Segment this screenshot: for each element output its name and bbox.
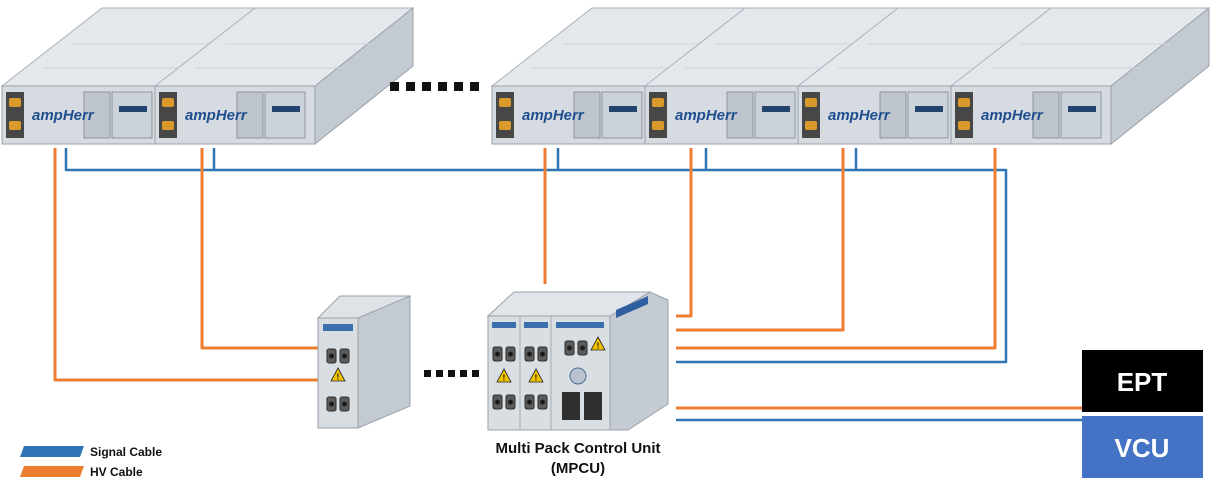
mpcu-label-line1: Multi Pack Control Unit bbox=[496, 440, 661, 457]
hv-cable-pack-1 bbox=[53, 148, 318, 382]
signal-cables bbox=[64, 148, 1082, 422]
battery-pack-1: ampHerr bbox=[1, 7, 261, 145]
module-ellipsis bbox=[424, 370, 479, 377]
pack-ellipsis bbox=[390, 82, 479, 91]
battery-pack-3: ampHerr bbox=[491, 7, 751, 145]
battery-pack-2: ampHerr bbox=[154, 7, 414, 145]
pack-brand-label: ampHerr bbox=[675, 107, 738, 124]
legend: Signal Cable HV Cable bbox=[20, 445, 162, 479]
hv-cable-pack-5 bbox=[676, 148, 845, 332]
legend-hv-label: HV Cable bbox=[90, 465, 143, 479]
mpcu-unit bbox=[486, 291, 669, 431]
battery-pack-4: ampHerr bbox=[644, 7, 904, 145]
pack-brand-label: ampHerr bbox=[981, 107, 1044, 124]
vcu-label: VCU bbox=[1115, 433, 1170, 463]
hv-cable-pack-2 bbox=[200, 148, 318, 350]
ept-box-bg bbox=[1082, 350, 1203, 412]
expansion-module bbox=[316, 295, 412, 429]
hv-cables bbox=[53, 148, 1082, 410]
mpcu-label-line2: (MPCU) bbox=[551, 460, 605, 477]
vcu-box-bg bbox=[1082, 416, 1203, 478]
legend-hv-swatch bbox=[20, 466, 84, 477]
pack-brand-label: ampHerr bbox=[32, 107, 95, 124]
pack-brand-label: ampHerr bbox=[522, 107, 585, 124]
signal-bus bbox=[64, 148, 1008, 364]
ept-label: EPT bbox=[1117, 367, 1168, 397]
hv-cable-pack-6 bbox=[676, 148, 997, 350]
battery-packs: ampHerr ampHerr ampHerr ampHerr ampHerr … bbox=[1, 7, 1210, 145]
pack-brand-label: ampHerr bbox=[185, 107, 248, 124]
pack-brand-label: ampHerr bbox=[828, 107, 891, 124]
battery-pack-5: ampHerr bbox=[797, 7, 1057, 145]
legend-signal-swatch bbox=[20, 446, 84, 457]
ept-box: EPT bbox=[1082, 350, 1203, 412]
vcu-box: VCU bbox=[1082, 416, 1203, 478]
hv-cable-pack-4 bbox=[676, 148, 693, 318]
battery-pack-6: ampHerr bbox=[950, 7, 1210, 145]
legend-signal-label: Signal Cable bbox=[90, 445, 162, 459]
